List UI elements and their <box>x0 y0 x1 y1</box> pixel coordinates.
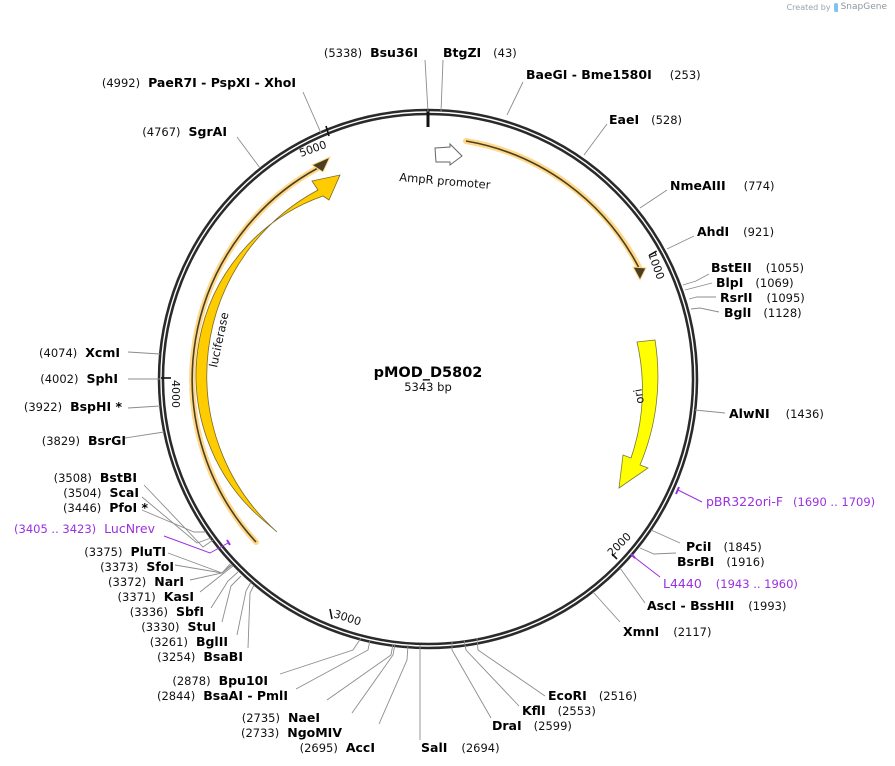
site-bsu36i: (5338)Bsu36I <box>324 45 418 60</box>
svg-text:(3405 .. 3423)LucNrev: (3405 .. 3423)LucNrev <box>14 521 156 536</box>
site-btgzi: BtgZI(43) <box>443 45 517 60</box>
orf-top-right <box>463 138 647 282</box>
feature-luciferase: luciferase <box>195 174 341 533</box>
site-bsrgi: (3829)BsrGI <box>42 433 126 448</box>
site-xmni: XmnI(2117) <box>623 624 711 639</box>
svg-text:4000: 4000 <box>169 380 182 408</box>
ampr-promoter-label: AmpR promoter <box>399 170 492 192</box>
snapgene-logo-icon <box>833 2 838 12</box>
snapgene-watermark: Created by SnapGene <box>787 2 887 12</box>
site-bstbi: (3508)BstBI <box>54 470 137 485</box>
site-kasi: (3371)KasI <box>118 589 194 604</box>
ori-label: ori <box>631 388 647 405</box>
sites-left: (5338)Bsu36I (4992)PaeR7I - PspXI - XhoI… <box>24 45 418 755</box>
site-sphi: (4002)SphI <box>40 371 118 386</box>
site-stui: (3330)StuI <box>141 619 216 634</box>
site-ahdi: AhdI(921) <box>697 224 774 239</box>
site-bglii: (3261)BglII <box>150 634 228 649</box>
feature-ori: ori <box>618 339 659 489</box>
primer-l4440: L4440(1943 .. 1960) <box>630 553 798 591</box>
site-blpi: BlpI(1069) <box>716 275 794 290</box>
site-alwni: AlwNI(1436) <box>729 406 824 421</box>
svg-text:3000: 3000 <box>332 607 363 628</box>
site-acci: (2695)AccI <box>300 740 375 755</box>
tick-4000: 4000 <box>161 377 182 408</box>
leader-lines <box>124 59 726 740</box>
created-by-text: Created by <box>786 2 831 12</box>
site-sali: SalI(2694) <box>421 740 500 755</box>
snapgene-brand-text: SnapGene <box>840 2 887 12</box>
sites-right: BtgZI(43) BaeGI - Bme1580I(253) EaeI(528… <box>421 45 824 755</box>
site-nari: (3372)NarI <box>108 574 184 589</box>
site-kfli: KflI(2553) <box>522 703 596 718</box>
primer-pbr322ori-f: pBR322ori-F(1690 .. 1709) <box>675 486 875 509</box>
site-baegi-bme1580i: BaeGI - Bme1580I(253) <box>526 67 701 82</box>
site-bgli: BglI(1128) <box>724 305 802 320</box>
site-sfoi: (3373)SfoI <box>100 559 174 574</box>
site-pcii: PciI(1845) <box>686 539 762 554</box>
site-drai: DraI(2599) <box>492 718 572 733</box>
feature-ampr-promoter: AmpR promoter <box>399 142 492 192</box>
svg-text:pBR322ori-F(1690 .. 1709): pBR322ori-F(1690 .. 1709) <box>706 494 875 509</box>
site-pluti: (3375)PluTI <box>84 544 166 559</box>
site-bsphi: (3922)BspHI * <box>24 399 123 414</box>
site-eaei: EaeI(528) <box>609 112 682 127</box>
site-bsteii: BstEII(1055) <box>711 260 804 275</box>
tick-3000: 3000 <box>329 607 363 629</box>
site-scai: (3504)ScaI <box>63 485 139 500</box>
site-xcmi: (4074)XcmI <box>39 345 120 360</box>
svg-text:L4440(1943 .. 1960): L4440(1943 .. 1960) <box>663 576 798 591</box>
site-sbfi: (3336)SbfI <box>130 604 204 619</box>
primer-lucnrev: (3405 .. 3423)LucNrev <box>14 521 231 554</box>
site-rsrii: RsrII(1095) <box>720 290 805 305</box>
site-bsaai-pmli: (2844)BsaAI - PmlI <box>157 688 288 703</box>
site-ngomiv: (2733)NgoMIV <box>241 725 342 740</box>
site-pfoi: (3446)PfoI * <box>63 500 148 515</box>
site-nmeaiii: NmeAIII(774) <box>670 178 775 193</box>
plasmid-length: 5343 bp <box>404 380 452 394</box>
orf-left <box>189 156 332 545</box>
site-naei: (2735)NaeI <box>242 710 320 725</box>
plasmid-name: pMOD_D5802 <box>374 365 483 381</box>
site-bsrbi: BsrBI(1916) <box>677 554 765 569</box>
site-ecori: EcoRI(2516) <box>548 688 637 703</box>
site-bsabi: (3254)BsaBI <box>157 649 243 664</box>
site-bpu10i: (2878)Bpu10I <box>172 673 268 688</box>
site-sgrai: (4767)SgrAI <box>142 124 227 139</box>
site-paer7i-pspxi-xhoi: (4992)PaeR7I - PspXI - XhoI <box>102 75 296 90</box>
site-asci-bsshii: AscI - BssHII(1993) <box>647 598 787 613</box>
